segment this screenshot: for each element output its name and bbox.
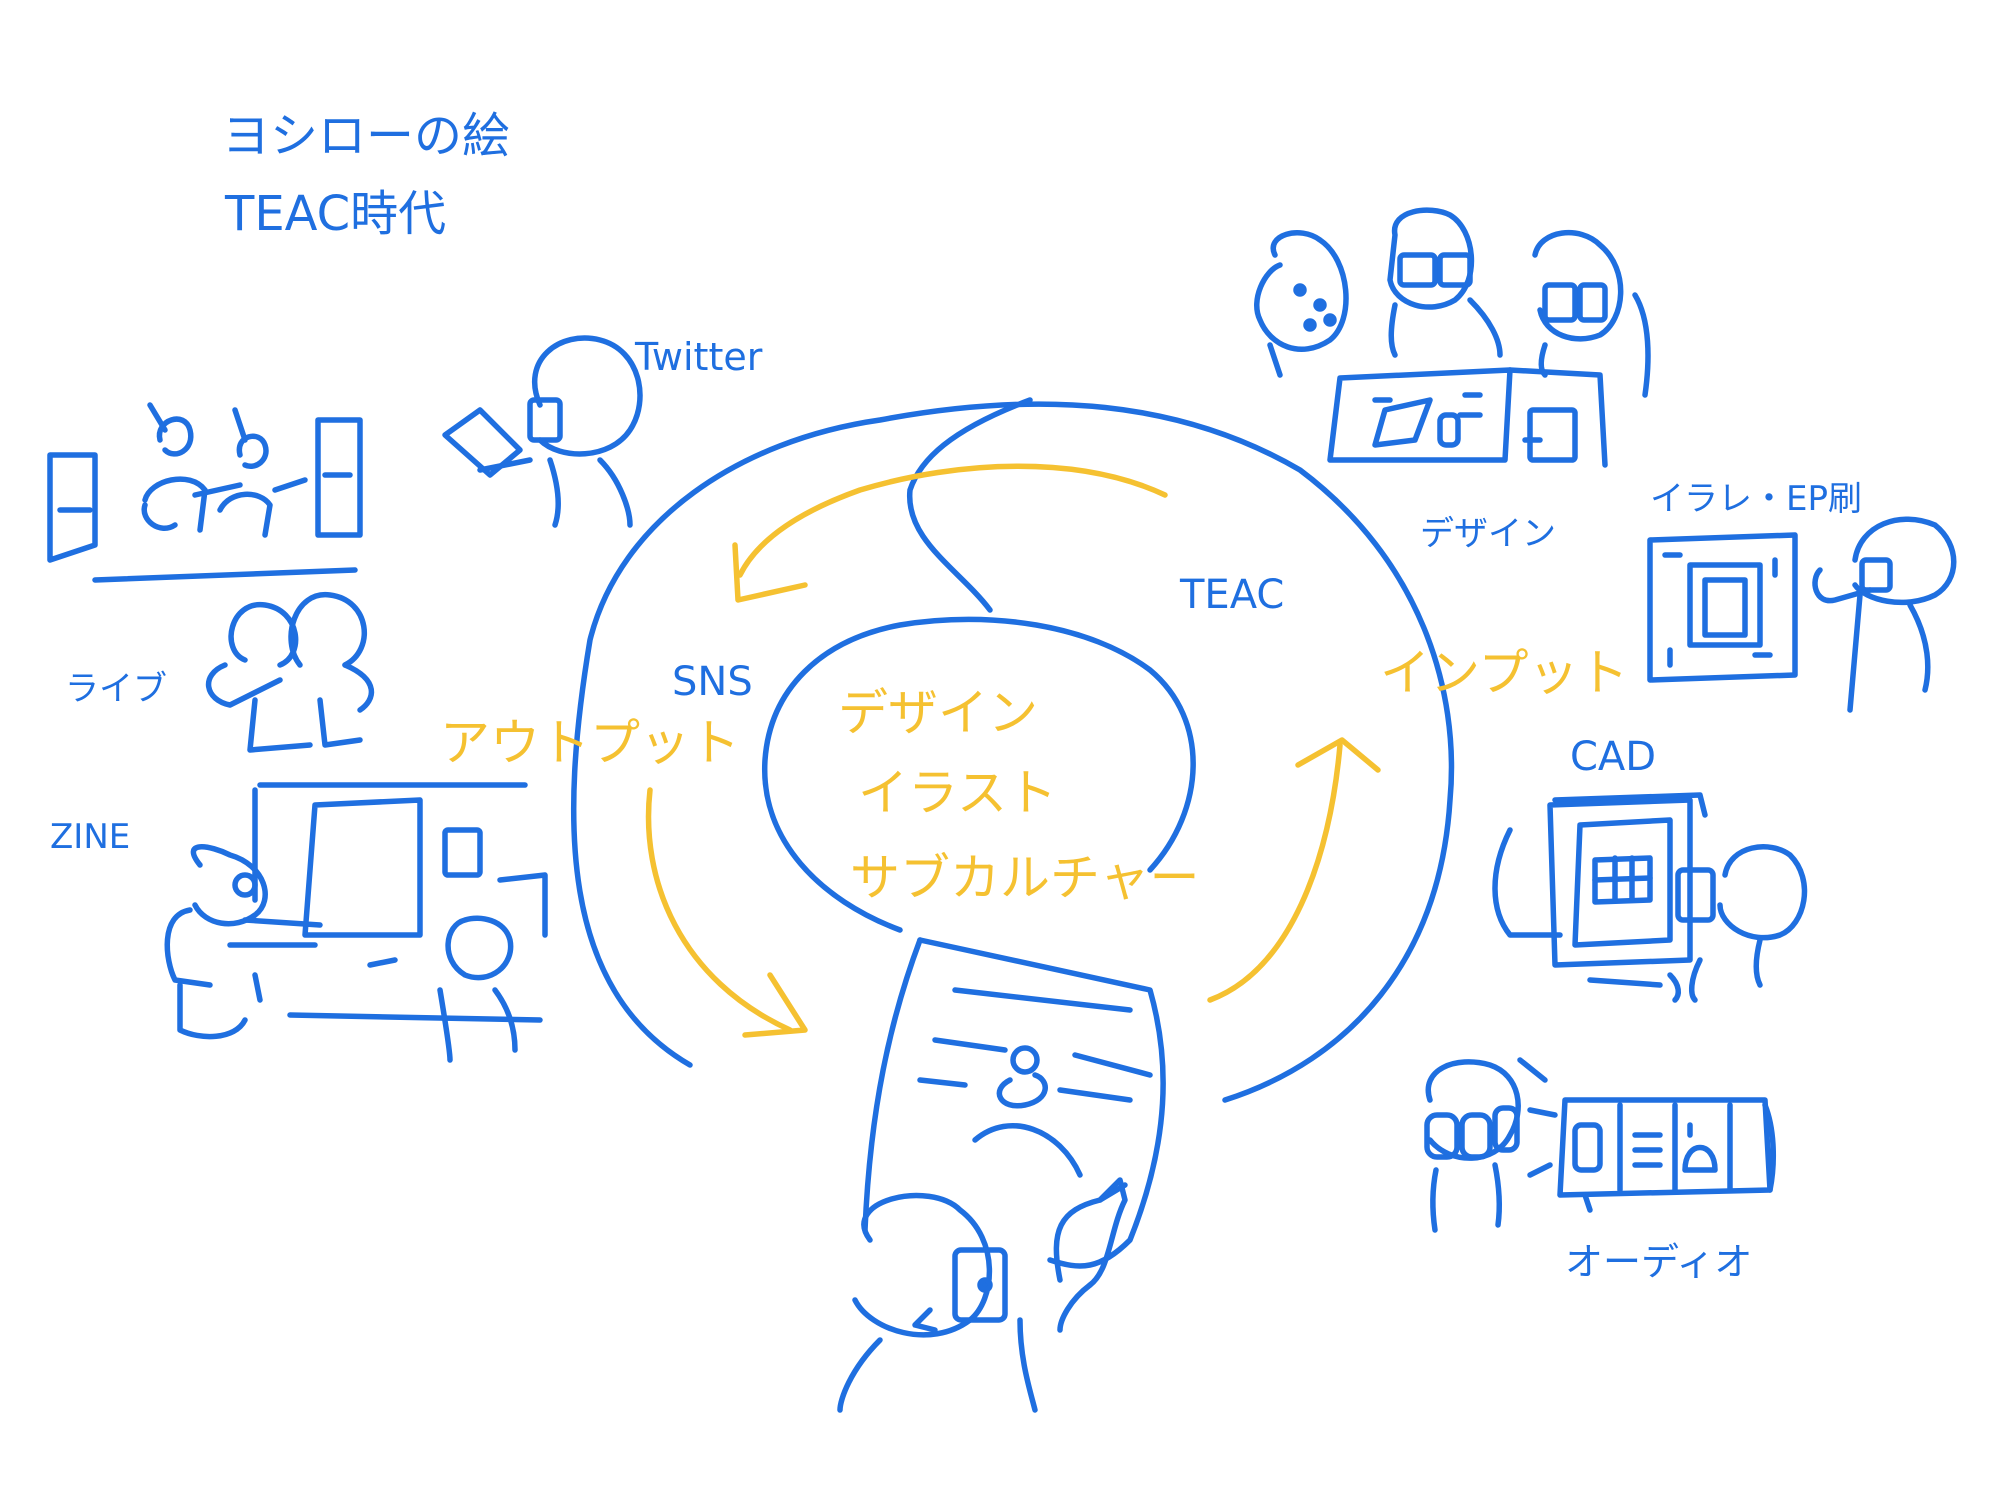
illust-print-station [1647,516,1957,713]
design-team [1254,207,1651,468]
audio-station [1424,1057,1777,1233]
center-line3: サブカルチャー [850,849,1200,907]
cad-station [1492,792,1808,1003]
flow-arrow-right [1207,737,1381,1003]
center-line1: デザイン [838,684,1038,742]
live-label: ライブ [65,669,167,709]
zine-workspace [164,782,548,1063]
cad-label: CAD [1570,734,1656,780]
center-drawing-person [837,937,1166,1413]
center-line2: イラスト [858,764,1057,822]
ring-divider [907,397,1033,613]
design-label: デザイン [1420,514,1556,554]
audio-label: オーディオ [1565,1240,1752,1284]
input-label: インプット [1380,644,1629,702]
teac-label: TEAC [1179,572,1284,618]
flow-arrow-left [645,787,808,1038]
sns-label: SNS [672,659,753,705]
inner-ring [762,616,1196,933]
title-line1: ヨシローの絵 [222,108,510,164]
twitter-person [442,335,643,528]
illust-print-label: イラレ・EP刷 [1650,479,1862,519]
title-line2: TEAC時代 [224,186,446,242]
live-stage [47,402,375,753]
flow-arrow-top [732,463,1168,603]
zine-label: ZINE [50,817,130,857]
twitter-label: Twitter [634,335,763,379]
outer-ring [571,401,1455,1103]
output-label: アウトプット [440,714,740,772]
